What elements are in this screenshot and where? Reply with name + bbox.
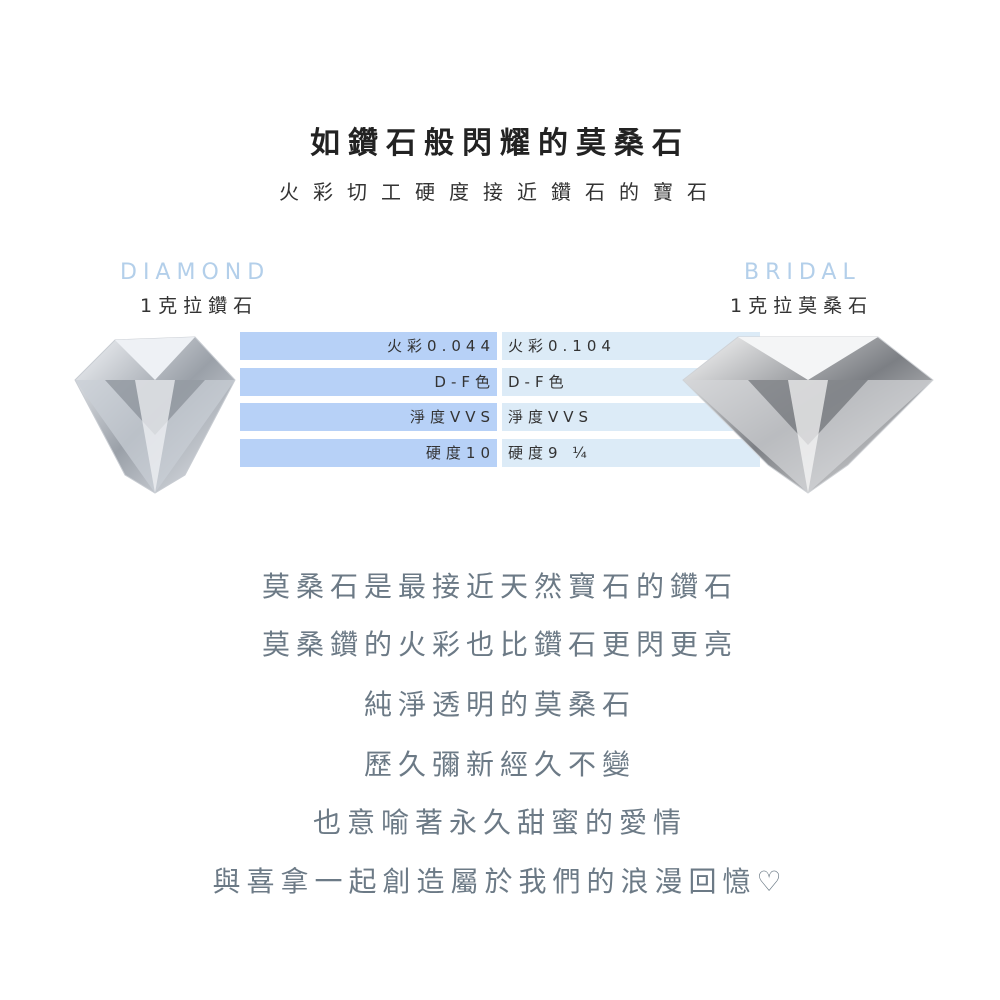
bridal-spec-clarity: 淨度VVS	[502, 403, 760, 431]
body-line-4: 歷久彌新經久不變	[363, 748, 636, 781]
diamond-image	[74, 336, 236, 494]
bridal-label-cn: 1克拉莫桑石	[730, 295, 874, 317]
diamond-spec-fire: 火彩0.044	[240, 332, 497, 360]
body-line-1: 莫桑石是最接近天然寶石的鑽石	[261, 570, 738, 603]
diamond-label-cn: 1克拉鑽石	[140, 295, 259, 317]
body-line-2: 莫桑鑽的火彩也比鑽石更閃更亮	[261, 628, 738, 661]
bridal-spec-fire: 火彩0.104	[502, 332, 760, 360]
page-subtitle: 火彩切工硬度接近鑽石的寶石	[279, 180, 721, 204]
moissanite-image	[682, 336, 934, 494]
body-line-5: 也意喻著永久甜蜜的愛情	[312, 806, 687, 839]
bridal-spec-hardness: 硬度9 ¼	[502, 439, 760, 467]
diamond-spec-hardness: 硬度10	[240, 439, 497, 467]
body-line-6: 與喜拿一起創造屬於我們的浪漫回憶♡	[212, 865, 788, 898]
body-line-3: 純淨透明的莫桑石	[363, 688, 636, 721]
bridal-label-en: BRIDAL	[744, 260, 861, 285]
diamond-label-en: DIAMOND	[120, 260, 271, 285]
diamond-spec-color: D-F色	[240, 368, 497, 396]
diamond-spec-clarity: 淨度VVS	[240, 403, 497, 431]
page-title: 如鑽石般閃耀的莫桑石	[310, 126, 690, 161]
